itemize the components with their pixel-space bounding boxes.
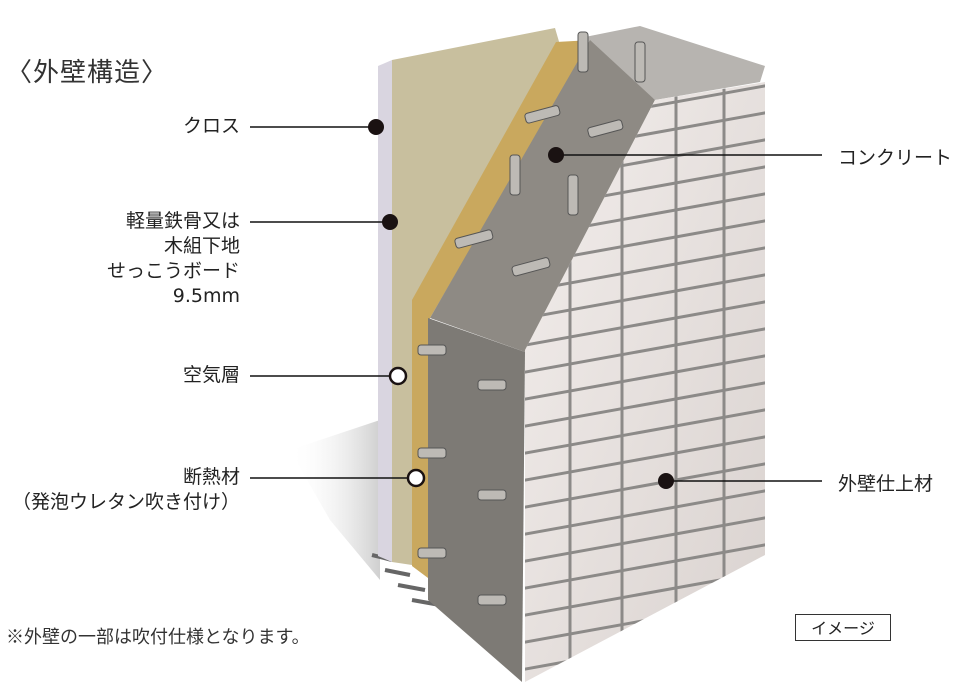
floor-shadow [290, 420, 380, 580]
concrete-front [428, 318, 525, 682]
air-layer-marker [388, 366, 408, 386]
insulation-layer [412, 40, 592, 578]
exterior-finish-marker [658, 473, 674, 489]
rebar-group [417, 31, 646, 606]
label-exterior-finish: 外壁仕上材 [838, 473, 934, 495]
label-concrete: コンクリート [838, 147, 953, 169]
tile-joint-horizontal [525, 515, 765, 564]
tile-joint-horizontal [525, 326, 765, 375]
concrete-top [580, 26, 765, 100]
label-insulation: 断熱材（発泡ウレタン吹き付け） [11, 466, 240, 513]
tile-joint-horizontal [525, 461, 765, 510]
tile-joint-horizontal [525, 542, 765, 591]
cloth-layer [378, 60, 392, 562]
tile-joint-horizontal [525, 488, 765, 537]
gypsum-board-layer [392, 28, 560, 565]
board-marker [382, 214, 398, 230]
tile-joint-horizontal [525, 380, 765, 429]
label-air-layer: 空気層 [182, 364, 240, 386]
tile-joint-horizontal [525, 407, 765, 456]
concrete-slope [430, 40, 655, 352]
diagram-title: 〈外壁構造〉 [6, 58, 169, 88]
image-badge: イメージ [795, 614, 891, 641]
insulation-marker [406, 468, 426, 488]
cloth-marker [368, 119, 384, 135]
label-cloth: クロス [182, 115, 240, 137]
tile-joint-horizontal [525, 353, 765, 402]
tile-joint-horizontal [525, 299, 765, 348]
concrete-marker [548, 147, 564, 163]
tile-joint-horizontal [525, 272, 765, 321]
tile-joint-horizontal [525, 245, 765, 294]
tile-joint-horizontal [525, 434, 765, 483]
leader-lines [250, 126, 822, 482]
footnote: ※外壁の一部は吹付仕様となります。 [6, 627, 310, 648]
